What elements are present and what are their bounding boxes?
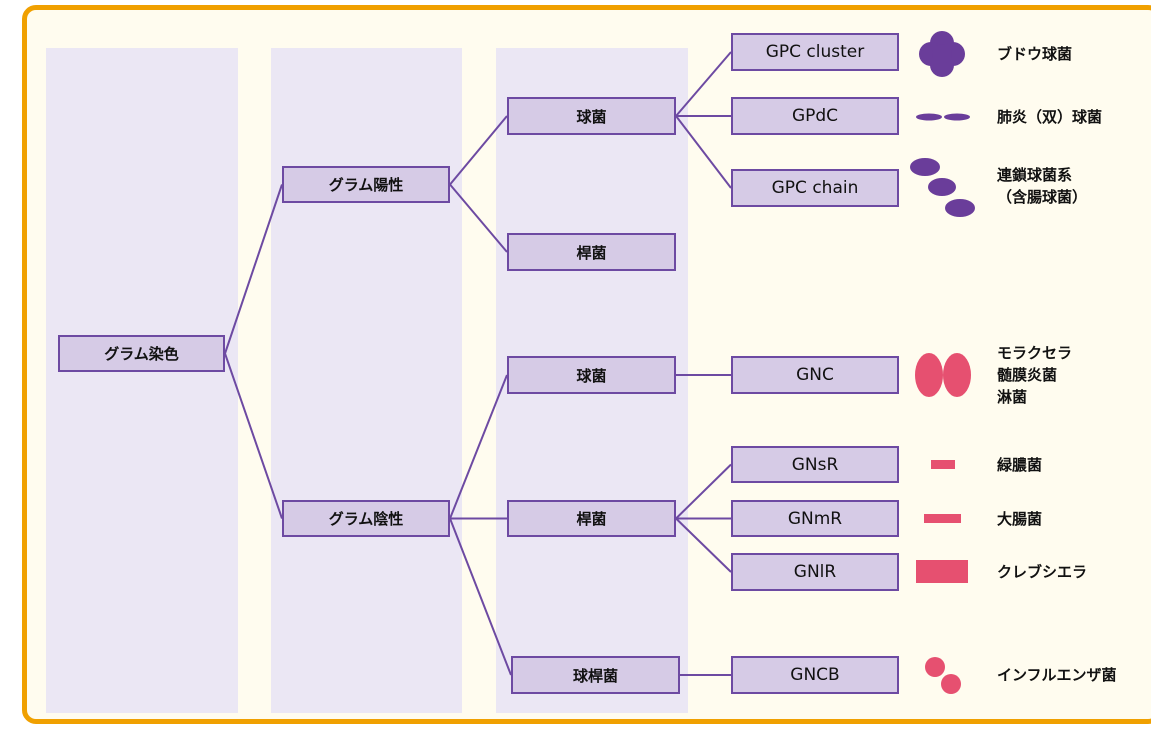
node-gnsr: GNsR	[731, 446, 899, 483]
column-band-level2	[271, 48, 462, 713]
column-band-level1	[46, 48, 238, 713]
medium-rod-icon	[924, 514, 961, 523]
organism-label-line: クレブシエラ	[997, 563, 1088, 581]
organism-label-line: 緑膿菌	[997, 456, 1043, 474]
organism-label-line: 連鎖球菌系	[997, 166, 1073, 184]
node-gp-rod: 桿菌	[507, 233, 676, 271]
node-gnmr: GNmR	[731, 500, 899, 537]
edge-gp-to-gp_rod	[449, 183, 508, 253]
paired-kidney-cocci-icon	[915, 353, 971, 397]
edge-gn-to-gn_cocobacillus	[449, 518, 512, 676]
coccobacilli-icon	[925, 657, 961, 694]
edge-gn-to-gn_coccus	[449, 374, 508, 519]
organism-label-strep: 連鎖球菌系 （含腸球菌）	[997, 164, 1087, 208]
organism-label-line: 大腸菌	[997, 510, 1043, 528]
node-gram-positive: グラム陽性	[282, 166, 450, 203]
organism-label-klebsiella: クレブシエラ	[997, 561, 1087, 583]
edge-gn_rod-to-gnlr	[675, 517, 732, 573]
chain-cocci-icon	[910, 158, 975, 217]
edge-gn_rod-to-gnsr	[675, 463, 732, 520]
organism-label-pseudomonas: 緑膿菌	[997, 454, 1042, 476]
organism-label-line: インフルエンザ菌	[997, 666, 1117, 684]
node-gn-coccus: 球菌	[507, 356, 676, 394]
edge-root-to-gn	[224, 353, 283, 519]
node-gpc-chain: GPC chain	[731, 169, 899, 207]
organism-label-haemophilus: インフルエンザ菌	[997, 664, 1117, 686]
grape-cluster-cocci-icon	[919, 31, 965, 77]
node-gpc-cluster: GPC cluster	[731, 33, 899, 71]
organism-label-line: ブドウ球菌	[997, 45, 1073, 63]
node-gncb: GNCB	[731, 656, 899, 694]
large-rod-icon	[916, 560, 968, 583]
organism-label-line: 淋菌	[997, 388, 1028, 406]
organism-label-line: （含腸球菌）	[997, 188, 1088, 206]
organism-label-line: モラクセラ	[997, 344, 1073, 362]
organism-label-ecoli: 大腸菌	[997, 508, 1042, 530]
edge-gp_coccus-to-gpc_chain	[675, 115, 732, 189]
edge-gp-to-gp_coccus	[449, 115, 508, 186]
organism-label-gnc: モラクセラ 髄膜炎菌 淋菌	[997, 342, 1072, 408]
organism-label-line: 肺炎（双）球菌	[997, 108, 1103, 126]
node-gpdc: GPdC	[731, 97, 899, 135]
edge-gp_coccus-to-gpc_cluster	[675, 51, 732, 117]
organism-label-line: 髄膜炎菌	[997, 366, 1058, 384]
edge-root-to-gp	[224, 184, 283, 354]
organism-label-staph: ブドウ球菌	[997, 43, 1072, 65]
diplococci-icon	[916, 113, 970, 121]
node-gnlr: GNlR	[731, 553, 899, 591]
node-gp-coccus: 球菌	[507, 97, 676, 135]
node-gram-stain: グラム染色	[58, 335, 225, 372]
node-gn-rod: 桿菌	[507, 500, 676, 537]
node-gnc: GNC	[731, 356, 899, 394]
node-gn-coccobacillus: 球桿菌	[511, 656, 680, 694]
node-gram-negative: グラム陰性	[282, 500, 450, 537]
small-rod-icon	[931, 460, 955, 469]
organism-label-pneumo: 肺炎（双）球菌	[997, 106, 1102, 128]
